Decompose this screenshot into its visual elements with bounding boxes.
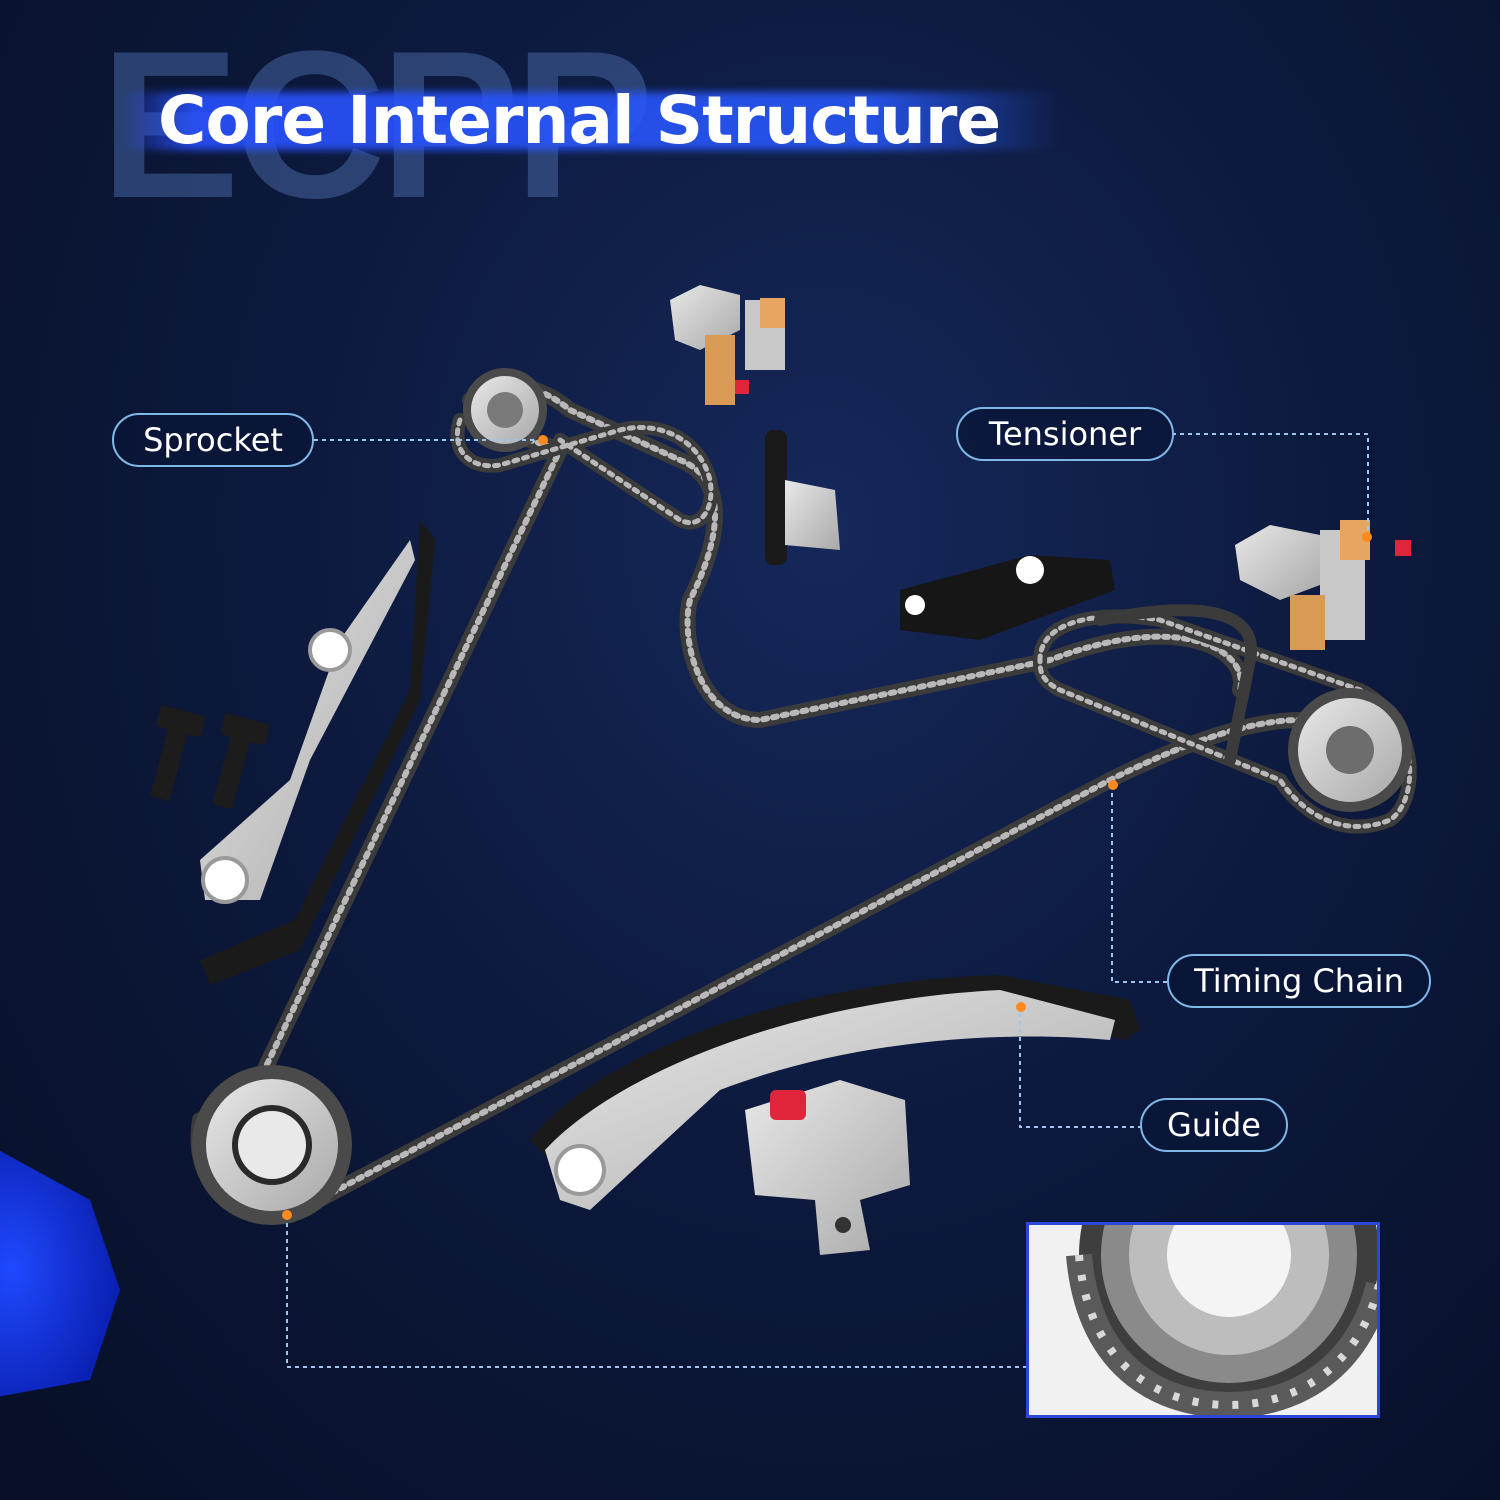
callout-markers: [282, 435, 1372, 1220]
guide-icon: [200, 520, 435, 985]
chain-sprocket-closeup: [1026, 1222, 1380, 1418]
label-guide: Guide: [1140, 1098, 1288, 1152]
label-tensioner: Tensioner: [956, 407, 1174, 461]
guide-icon: [530, 975, 1140, 1210]
tensioner-icon: [745, 1080, 910, 1255]
bolt-icon: [149, 705, 205, 802]
sprocket-icon: [192, 1065, 352, 1225]
page-title: Core Internal Structure: [158, 82, 1001, 159]
sprocket-icon: [1288, 688, 1412, 812]
guide-icon: [765, 430, 840, 565]
label-timing-chain: Timing Chain: [1167, 954, 1431, 1008]
callout-leader-lines: [286, 433, 1369, 1368]
title-highlight: [120, 92, 1060, 150]
decorative-hexagon-icon: [0, 1150, 120, 1397]
label-sprocket: Sprocket: [112, 413, 314, 467]
guide-icon: [900, 555, 1115, 640]
sprocket-closeup-icon: [1029, 1225, 1377, 1415]
sprocket-icon: [463, 368, 547, 452]
bolt-icon: [212, 713, 269, 810]
tensioner-icon: [1235, 520, 1411, 650]
tensioner-icon: [670, 285, 785, 405]
